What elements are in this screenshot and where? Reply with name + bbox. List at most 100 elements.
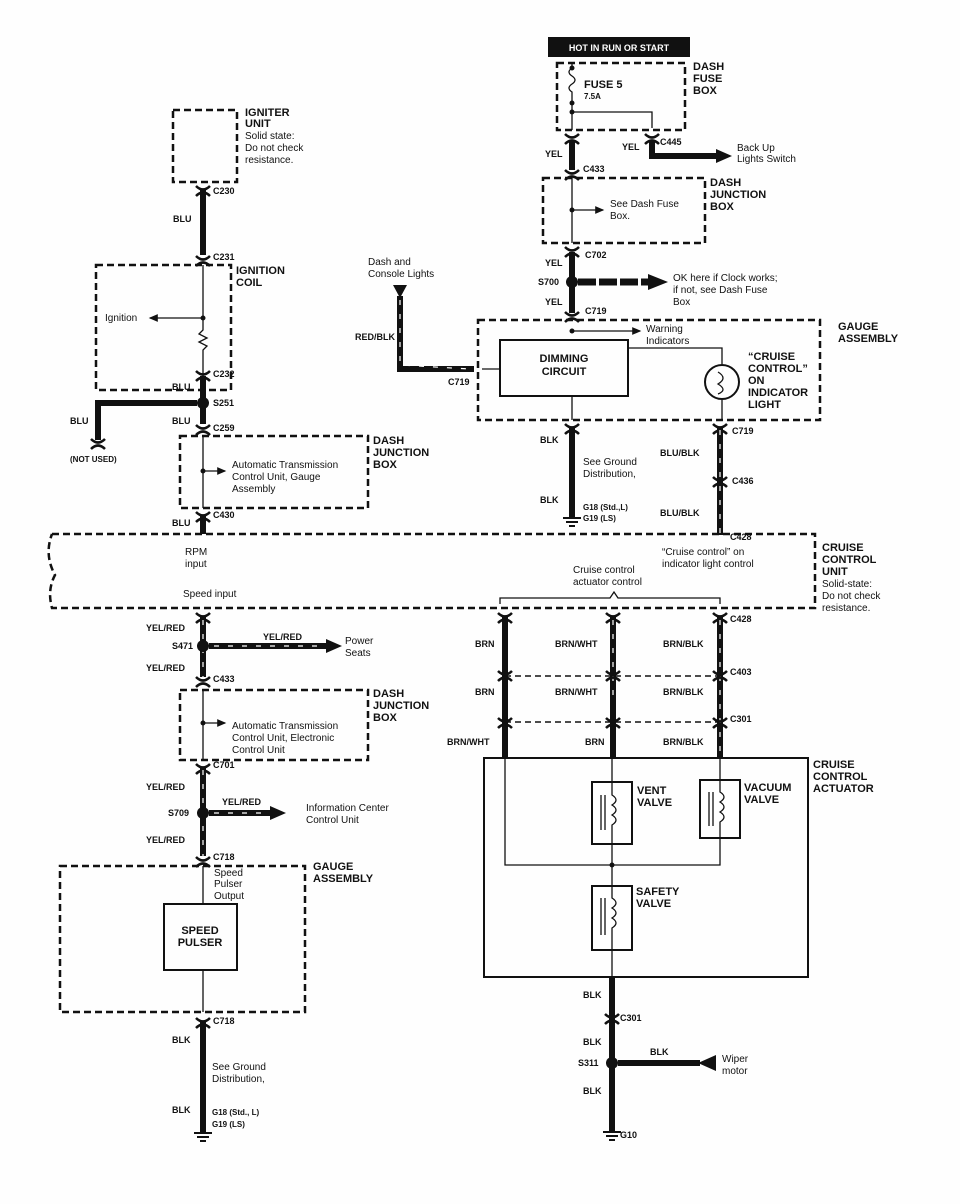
- cruise-control-actuator: [483, 757, 809, 978]
- power-banner: [548, 37, 690, 57]
- safety-valve-icon: [591, 885, 633, 951]
- wire-label: BRN/BLK: [663, 639, 704, 649]
- wire-label: YEL: [622, 142, 640, 152]
- connector-label: C718: [213, 852, 235, 862]
- svg-text:Solid-state:: Solid-state:: [822, 579, 872, 590]
- svg-text:DASH: DASH: [693, 61, 724, 73]
- rpm-input-label: RPM: [185, 547, 207, 558]
- note: if not, see Dash Fuse: [673, 285, 768, 296]
- wire-label: YEL/RED: [146, 782, 186, 792]
- brace: [499, 590, 721, 604]
- coil-resistor-icon: [197, 265, 209, 390]
- wire-label: BRN/WHT: [555, 639, 598, 649]
- wire-label: RED/BLK: [355, 332, 395, 342]
- connector-label: C232: [213, 369, 235, 379]
- connector-arrow-icon: [393, 285, 407, 298]
- connector-c433: [194, 675, 212, 689]
- splice-s700: [566, 276, 578, 288]
- wire-label: YEL/RED: [222, 797, 262, 807]
- wire-label: BRN: [585, 737, 605, 747]
- splice-label: S311: [578, 1058, 599, 1068]
- note: See Ground: [583, 457, 637, 468]
- box-title: ASSEMBLY: [313, 873, 374, 885]
- box-title: BOX: [373, 712, 398, 724]
- actuator-label: CRUISE CONTROL ACTUATOR: [813, 759, 874, 795]
- splice-s311: [606, 1057, 618, 1069]
- dest-label: motor: [722, 1066, 748, 1077]
- svg-text:CRUISE: CRUISE: [813, 759, 855, 771]
- wire-label: BLU: [172, 382, 191, 392]
- connector-label: C433: [213, 674, 235, 684]
- dest-label: Lights Switch: [737, 154, 796, 165]
- note: See Dash Fuse: [610, 199, 679, 210]
- connector-label: C702: [585, 250, 607, 260]
- dest-label: Wiper: [722, 1054, 749, 1065]
- wire-label: BLK: [583, 1086, 602, 1096]
- ground-label: G18 (Std.,L): [583, 503, 628, 512]
- svg-text:IGNITER: IGNITER: [245, 107, 290, 119]
- note: Box.: [610, 211, 630, 222]
- wire-label: YEL: [545, 297, 563, 307]
- svg-text:INDICATOR: INDICATOR: [748, 387, 808, 399]
- connector-c259: [194, 423, 212, 437]
- wire-label: BRN: [475, 687, 495, 697]
- note: Control Unit, Electronic: [232, 733, 334, 744]
- svg-text:BOX: BOX: [693, 85, 718, 97]
- ccu-label: CRUISE CONTROL UNIT Solid-state: Do not …: [822, 542, 881, 614]
- svg-text:CONTROL: CONTROL: [813, 771, 868, 783]
- box-title: BOX: [373, 459, 398, 471]
- splice-label: S700: [538, 277, 559, 287]
- svg-text:FUSE: FUSE: [693, 73, 722, 85]
- valve-label: VALVE: [744, 794, 779, 806]
- wire-label: BRN/WHT: [555, 687, 598, 697]
- box-title: BOX: [710, 201, 735, 213]
- wire-label: YEL/RED: [146, 835, 186, 845]
- connector-label: C719: [732, 426, 754, 436]
- connector-label: C428: [730, 614, 752, 624]
- connector-label: C403: [730, 667, 752, 677]
- dest-label: Dash and: [368, 257, 411, 268]
- wire-label: YEL/RED: [146, 663, 186, 673]
- note: Automatic Transmission: [232, 721, 338, 732]
- wire-label: BLK: [172, 1035, 191, 1045]
- wire-label: BLK: [540, 495, 559, 505]
- note: Ignition: [105, 313, 137, 324]
- connector: [89, 437, 107, 451]
- igniter-unit: [171, 108, 239, 184]
- wire-label: BLU: [172, 518, 191, 528]
- fuse-rating: 7.5A: [584, 92, 601, 101]
- svg-text:CONTROL: CONTROL: [822, 554, 877, 566]
- note: Control Unit, Gauge: [232, 472, 321, 483]
- wire-label: BLK: [540, 435, 559, 445]
- splice-label: S251: [213, 398, 234, 408]
- component-label: PULSER: [178, 937, 223, 949]
- wire-label: BLU: [173, 214, 192, 224]
- power-banner-text: HOT IN RUN OR START: [569, 43, 670, 53]
- actuator-wires: [496, 611, 729, 757]
- box-title: DASH: [373, 435, 404, 447]
- valve-label: SAFETY: [636, 886, 680, 898]
- wire-label: BRN/WHT: [447, 737, 490, 747]
- arrow-icon: [648, 274, 668, 290]
- note: Box: [673, 297, 690, 308]
- note: Assembly: [232, 484, 275, 495]
- note: Pulser: [214, 879, 243, 890]
- dimming-circuit: [499, 339, 629, 397]
- wire-label: YEL: [545, 149, 563, 159]
- svg-text:CONTROL”: CONTROL”: [748, 363, 808, 375]
- wire-label: BLK: [583, 1037, 602, 1047]
- note: Control Unit: [232, 745, 285, 756]
- wire-label: BLU: [70, 416, 89, 426]
- valve-label: VACUUM: [744, 782, 791, 794]
- gauge-assembly-bottom: [58, 864, 307, 1014]
- arrow-icon: [716, 149, 732, 163]
- indicator-control-label: indicator light control: [662, 559, 754, 570]
- dash-junction-box-lower: [178, 688, 370, 762]
- svg-text:Solid state:: Solid state:: [245, 131, 294, 142]
- rpm-input-label: input: [185, 559, 207, 570]
- ground-label: G19 (LS): [212, 1120, 245, 1129]
- svg-text:resistance.: resistance.: [822, 603, 870, 614]
- speed-input-label: Speed input: [183, 589, 237, 600]
- dest-label: Control Unit: [306, 815, 359, 826]
